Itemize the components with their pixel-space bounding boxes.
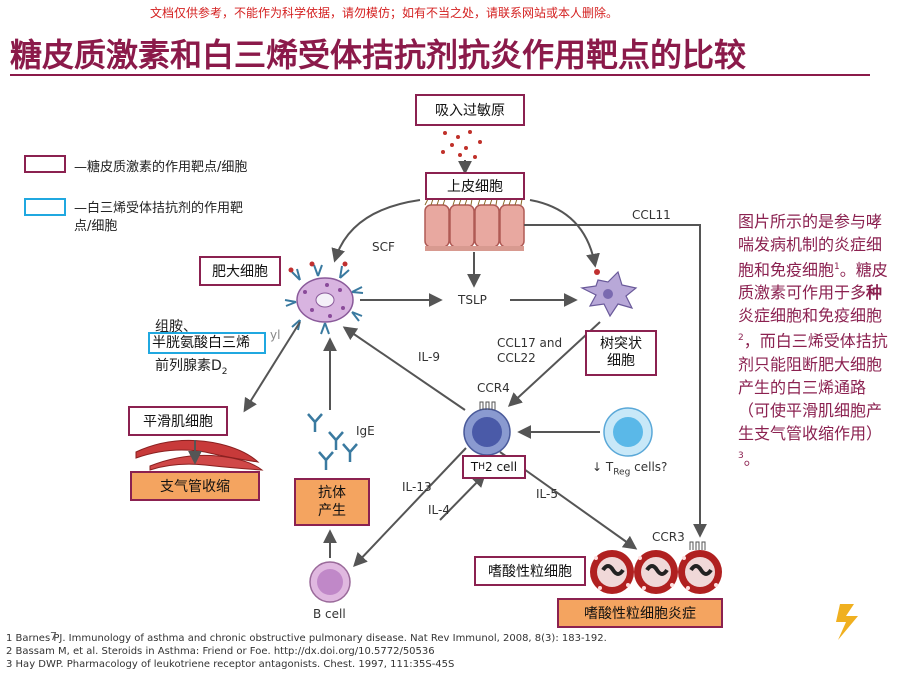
description-ref1: 1 (834, 262, 840, 272)
ccr3-label: CCR3 (652, 530, 685, 544)
description-ref2: 2 (738, 333, 744, 344)
epithelium-cells-icon (424, 198, 525, 251)
bronchoconstriction-box: 支气管收缩 (130, 471, 260, 501)
mediators-sub: 2 (221, 366, 228, 377)
th2-prefix: T (470, 460, 479, 474)
mediators-line1: 组胺、 (155, 319, 197, 335)
ccl17-label: CCL17 and (497, 336, 563, 350)
eos-inflammation-box: 嗜酸性粒细胞炎症 (557, 598, 723, 628)
allergen-particles (441, 130, 482, 159)
dendritic-cell-box: 树突状 细胞 (585, 330, 657, 376)
references: 1 Barnes PJ. Immunology of asthma and ch… (6, 632, 626, 671)
dendritic-cell-line1: 树突状 (600, 336, 642, 352)
title-underline (10, 74, 870, 76)
smooth-muscle-icon (135, 439, 264, 471)
mediators-line2-ltra-target: 半胱氨酸白三烯 (148, 332, 266, 354)
description-part5: 。 (743, 448, 760, 468)
antibody-production-box: 抗体 产生 (294, 478, 370, 526)
description-part1: 图片所示的是参与哮喘发病机制的炎症细胞和免疫细胞 (738, 212, 883, 280)
ccr4-label: CCR4 (477, 381, 510, 395)
ccl22-label: CCL22 (497, 351, 536, 365)
reference-3: 3 Hay DWP. Pharmacology of leukotriene r… (6, 659, 455, 670)
ccl11-label: CCL11 (632, 208, 671, 222)
description-ref3: 3 (738, 450, 744, 461)
treg-label: ↓ TReg cells? (592, 460, 667, 477)
reference-1: 1 Barnes PJ. Immunology of asthma and ch… (6, 633, 607, 644)
slide-title: 糖皮质激素和白三烯受体拮抗剂抗炎作用靶点的比较 (10, 36, 747, 74)
mediators-line3: 前列腺素D2 (155, 355, 228, 377)
description-part3: 炎症细胞和免疫细胞 (738, 306, 883, 326)
bcell-label: B cell (313, 607, 346, 621)
allergen-box: 吸入过敏原 (415, 94, 525, 126)
legend-ltra-label-line1: —白三烯受体拮抗剂的作用靶 (74, 201, 244, 216)
il9-label: IL-9 (418, 350, 440, 364)
description-bold: 种 (866, 283, 883, 303)
il4-label: IL-4 (428, 503, 450, 517)
treg-prefix: ↓ T (592, 460, 614, 474)
tslp-label: TSLP (458, 293, 487, 307)
eosinophils-icon (590, 541, 722, 594)
ige-label: IgE (356, 424, 375, 438)
legend-gc-swatch (24, 155, 66, 173)
eosinophil-box: 嗜酸性粒细胞 (474, 556, 586, 586)
antibody-line1: 抗体 (318, 485, 346, 501)
treg-sub: Reg (613, 467, 631, 478)
treg-cell-icon (603, 407, 653, 457)
page-number: 7 (50, 630, 57, 643)
legend-gc-label: —糖皮质激素的作用靶点/细胞 (74, 160, 248, 175)
ige-antibodies-icon (307, 413, 358, 470)
company-logo-icon (836, 604, 858, 640)
epithelium-box: 上皮细胞 (425, 172, 525, 200)
legend-ltra-label-line2: 点/细胞 (74, 219, 118, 234)
th2-suffix: 2 cell (485, 460, 518, 474)
legend: —糖皮质激素的作用靶点/细胞 —白三烯受体拮抗剂的作用靶 点/细胞 (24, 150, 314, 240)
th2-cell-icon (463, 401, 511, 456)
mediators-line3-text: 前列腺素D (155, 358, 222, 374)
smooth-muscle-box: 平滑肌细胞 (128, 406, 228, 436)
il5-label: IL-5 (536, 487, 558, 501)
mast-cell-box: 肥大细胞 (199, 256, 281, 286)
description-text: 图片所示的是参与哮喘发病机制的炎症细胞和免疫细胞1。糖皮质激素可作用于多种炎症细… (738, 210, 890, 470)
pathway-arrows (188, 160, 707, 568)
b-cell-icon (309, 561, 351, 603)
ghost-label: yl (270, 328, 281, 342)
scf-label: SCF (372, 240, 395, 254)
th2-sub: H (478, 462, 485, 472)
legend-ltra-swatch (24, 198, 66, 216)
reference-2: 2 Bassam M, et al. Steroids in Asthma: F… (6, 646, 435, 657)
description-part4: ，而白三烯受体拮抗剂只能阻断肥大细胞产生的白三烯通路（可使平滑肌细胞产生支气管收… (738, 331, 888, 443)
antibody-line2: 产生 (318, 503, 346, 519)
il13-label: IL-13 (402, 480, 432, 494)
dendritic-cell-line2: 细胞 (607, 353, 635, 369)
mast-cell-icon (284, 261, 364, 335)
watermark-text: 文档仅供参考，不能作为科学依据，请勿模仿；如有不当之处，请联系网站或本人删除。 (150, 6, 619, 20)
treg-suffix: cells? (630, 460, 668, 474)
description-part2: 。糖皮质激素可作用于多 (738, 260, 888, 303)
dendritic-cell-icon (580, 269, 638, 318)
